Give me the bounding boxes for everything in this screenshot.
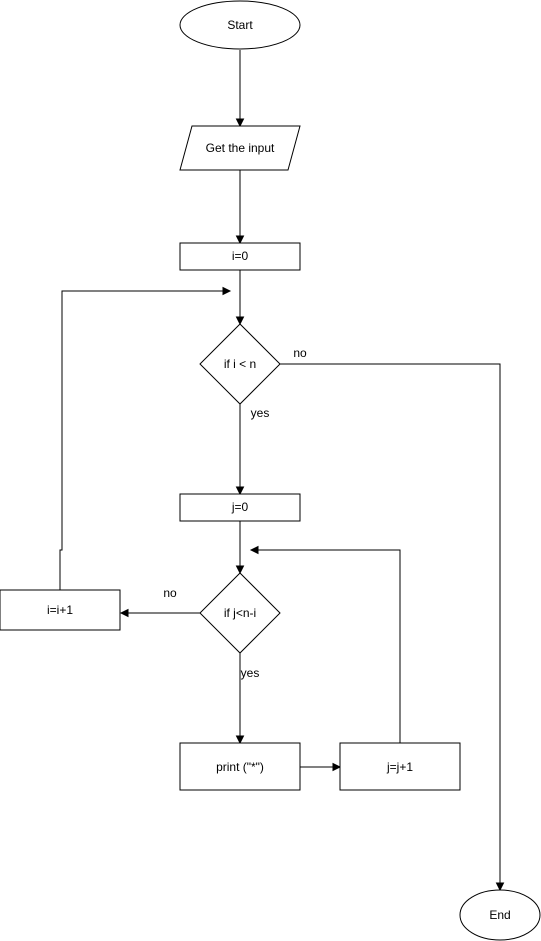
arrowhead <box>332 762 342 772</box>
cond-j-label: if j<n-i <box>224 606 256 620</box>
init-j-node[interactable]: j=0 <box>179 493 301 522</box>
print-node[interactable]: print ("*") <box>179 742 301 791</box>
inc-j-label: j=j+1 <box>386 760 413 774</box>
inc-i-label: i=i+1 <box>47 603 73 617</box>
arrowhead <box>495 882 505 892</box>
arrowhead <box>235 735 245 745</box>
edges <box>59 50 505 892</box>
input-node[interactable]: Get the input <box>179 125 301 171</box>
cond-i-diamond <box>199 323 281 405</box>
input-label: Get the input <box>206 141 275 155</box>
cond-i-node[interactable]: if i < n <box>199 323 281 405</box>
init-i-node[interactable]: i=0 <box>179 242 301 271</box>
edge-inc-j-loop <box>258 549 401 743</box>
cond-j-diamond <box>199 572 281 654</box>
edge-inc-i-loop <box>59 290 223 590</box>
arrowhead <box>235 118 245 128</box>
init-j-label: j=0 <box>231 500 249 514</box>
cond-i-label: if i < n <box>224 357 256 371</box>
cond-i-no-label: no <box>293 346 307 360</box>
print-label: print ("*") <box>216 760 264 774</box>
arrowhead <box>235 486 245 496</box>
cond-j-node[interactable]: if j<n-i <box>199 572 281 654</box>
cond-i-yes-label: yes <box>251 406 270 420</box>
arrowhead <box>249 545 259 555</box>
arrowhead <box>235 235 245 245</box>
inc-j-node[interactable]: j=j+1 <box>339 742 461 791</box>
init-i-rect <box>179 242 301 271</box>
inc-j-rect <box>339 742 461 791</box>
print-rect <box>179 742 301 791</box>
input-parallelogram <box>179 125 301 171</box>
inc-i-rect <box>0 589 121 631</box>
init-i-label: i=0 <box>232 249 249 263</box>
edge-cond-i-no <box>280 363 501 883</box>
arrowhead <box>222 286 232 296</box>
arrowhead <box>119 608 129 618</box>
start-label: Start <box>227 18 253 32</box>
end-label: End <box>489 908 510 922</box>
init-j-rect <box>179 493 301 522</box>
arrowhead <box>235 316 245 326</box>
inc-i-node[interactable]: i=i+1 <box>0 589 121 631</box>
end-ellipse <box>459 889 541 941</box>
end-node[interactable]: End <box>459 889 541 941</box>
cond-j-no-label: no <box>163 586 177 600</box>
arrowhead <box>235 565 245 575</box>
edge-labels: no yes no yes <box>163 346 307 680</box>
start-node[interactable]: Start <box>179 0 301 50</box>
start-ellipse <box>179 0 301 50</box>
cond-j-yes-label: yes <box>241 666 260 680</box>
